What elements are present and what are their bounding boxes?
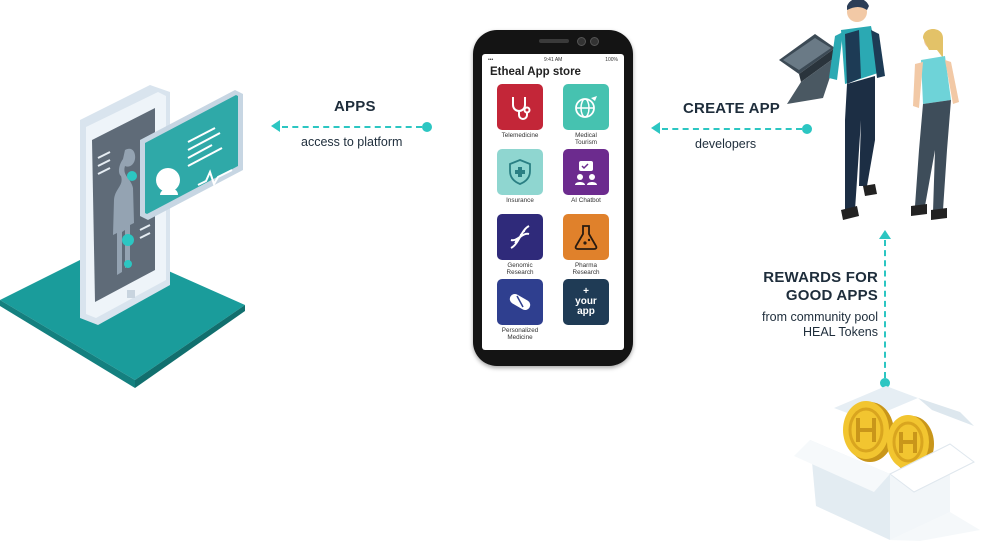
battery-level: 100%: [605, 57, 618, 63]
app-label: Genomic Research: [506, 262, 534, 276]
phone-camera: [577, 37, 586, 46]
rewards-sub-line2: HEAL Tokens: [802, 325, 878, 339]
token-box-illustration: [794, 386, 980, 541]
your-app-tile-text: + your app: [575, 286, 597, 317]
apps-label: APPS: [334, 98, 376, 115]
phone-speaker: [539, 39, 569, 43]
right-arrow-line: [662, 128, 802, 130]
app-medical-tourism[interactable]: Medical Tourism: [554, 84, 618, 146]
rewards-sub-line1: from community pool: [761, 310, 878, 324]
rewards-title-line1: REWARDS FOR: [763, 269, 878, 286]
stethoscope-icon: [512, 97, 531, 120]
phone-sensor: [590, 37, 599, 46]
rewards-arrow-dot: [880, 378, 890, 388]
developers-label: developers: [695, 137, 757, 151]
rewards-arrow-head: [879, 230, 891, 239]
phone-screen: ••• 9:41 AM 100% Etheal App store Teleme…: [482, 54, 624, 350]
app-label: Insurance: [506, 197, 534, 204]
left-arrow-dot: [422, 122, 432, 132]
rewards-title-line2: GOOD APPS: [785, 287, 878, 304]
right-arrow-dot: [802, 124, 812, 134]
app-ai-chatbot[interactable]: AI Chatbot: [554, 149, 618, 204]
left-arrow-line: [282, 126, 422, 128]
access-to-platform-label: access to platform: [301, 135, 403, 149]
shield-cross-icon: [509, 159, 531, 185]
app-label: Personalized Medicine: [501, 327, 539, 341]
app-telemedicine[interactable]: Telemedicine: [488, 84, 552, 139]
patient-tablet-illustration: [0, 85, 245, 388]
chatbot-icon: [575, 161, 597, 185]
globe-plane-icon: [575, 96, 597, 118]
pill-icon: [509, 294, 531, 310]
app-genomic-research[interactable]: Genomic Research: [488, 214, 552, 276]
app-pharma-research[interactable]: Pharma Research: [554, 214, 618, 276]
app-label: AI Chatbot: [571, 197, 601, 204]
phone-device: ••• 9:41 AM 100% Etheal App store Teleme…: [473, 30, 633, 366]
app-label: Pharma Research: [572, 262, 600, 276]
app-label: Telemedicine: [501, 132, 539, 139]
app-store-title: Etheal App store: [490, 66, 581, 78]
create-app-label: CREATE APP: [683, 100, 781, 117]
app-your-app[interactable]: + your app: [554, 279, 618, 325]
dna-icon: [510, 225, 530, 249]
app-insurance[interactable]: Insurance: [488, 149, 552, 204]
app-label: Medical Tourism: [574, 132, 598, 146]
signal-icon: •••: [488, 57, 494, 63]
left-arrow-head: [271, 120, 280, 132]
rewards-arrow-line: [884, 240, 886, 378]
status-time: 9:41 AM: [544, 57, 563, 63]
right-arrow-head: [651, 122, 660, 134]
flask-icon: [574, 225, 598, 250]
developers-illustration: [779, 0, 959, 220]
app-personalized-medicine[interactable]: Personalized Medicine: [488, 279, 552, 341]
